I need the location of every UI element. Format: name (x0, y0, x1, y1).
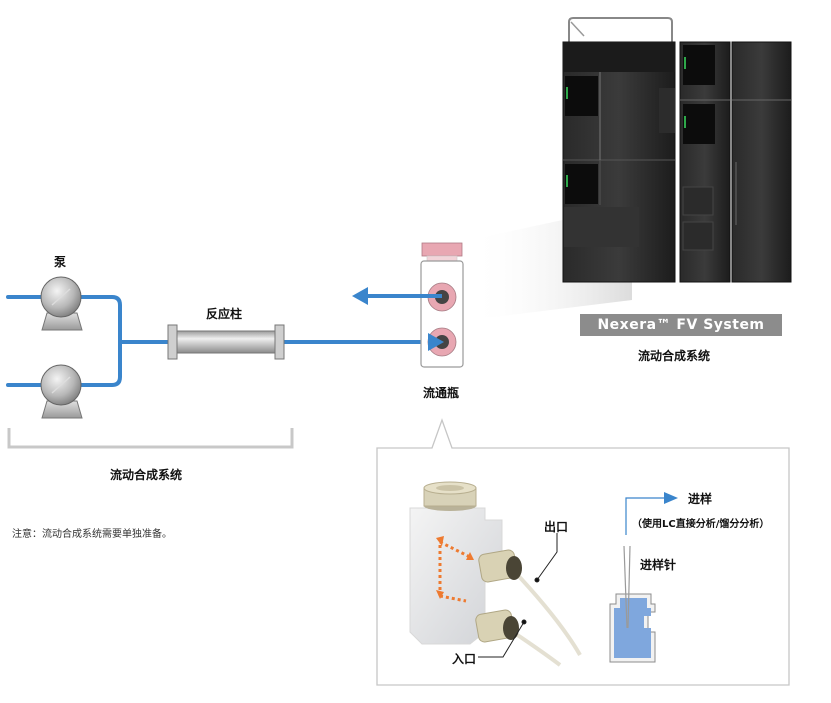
reactor-column (167, 324, 285, 360)
pump-top (40, 276, 83, 331)
flow-synthesis-system-label: 流动合成系统 (110, 468, 183, 482)
nexera-fv-instrument (562, 17, 792, 283)
flow-vial-photo (409, 481, 582, 667)
product-name-banner: Nexera™ FV System (580, 314, 782, 336)
vial-flow-arrows (352, 287, 444, 351)
system-bracket (7, 428, 294, 449)
flow-vial-label: 流通瓶 (423, 386, 460, 400)
leader-lines (478, 533, 558, 658)
reactor-column-label: 反应柱 (206, 307, 243, 321)
injection-detail-label: （使用LC直接分析/馏分分析） (632, 519, 770, 530)
pump-bottom (40, 364, 83, 419)
injection-arrow (625, 492, 678, 535)
inlet-label: 入口 (452, 652, 477, 666)
outlet-label: 出口 (544, 520, 569, 534)
pump-label: 泵 (54, 255, 67, 269)
needle-vial-section (609, 545, 656, 663)
note-text: 注意：流动合成系统需要单独准备。 (12, 529, 172, 540)
flow-lines (6, 295, 427, 387)
flow-vial (420, 242, 464, 368)
injection-label: 进样 (688, 492, 713, 506)
needle-label: 进样针 (640, 558, 677, 572)
internal-flow-arrows (438, 540, 471, 603)
flow-synthesis-system-caption: 流动合成系统 (638, 349, 711, 363)
